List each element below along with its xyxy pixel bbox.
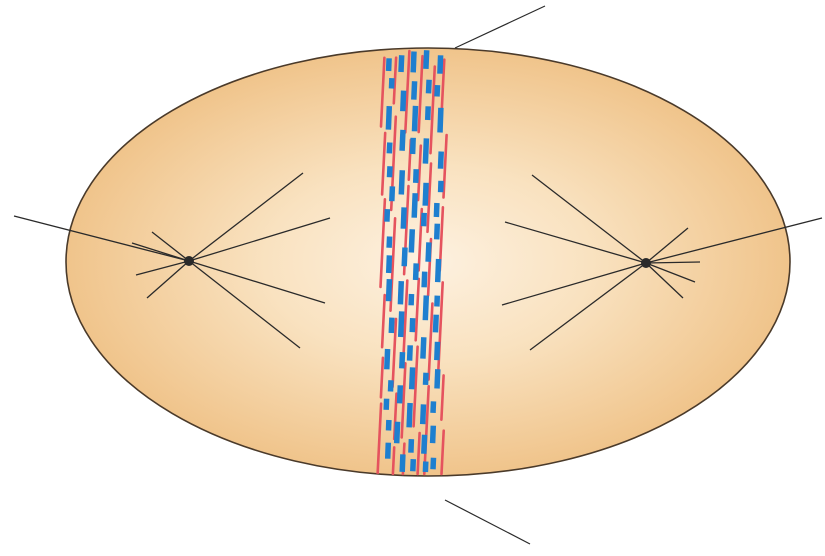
chromatid: [441, 152, 442, 169]
chromatid: [392, 186, 393, 201]
chromatid: [402, 130, 403, 151]
chromatid: [391, 318, 392, 333]
chromatid: [425, 183, 426, 206]
chromatid: [424, 435, 425, 454]
centrosome-right: [641, 258, 651, 268]
chromatid: [388, 443, 389, 459]
chromatid: [433, 401, 434, 413]
chromatid: [389, 58, 390, 71]
chromatid: [403, 207, 404, 228]
chromatid: [425, 296, 426, 321]
chromatid: [423, 404, 424, 424]
chromatid: [400, 385, 401, 403]
leader-line: [445, 500, 530, 544]
chromatid: [414, 81, 415, 99]
chromatid: [401, 170, 402, 194]
chromatid: [401, 55, 402, 72]
chromatid: [437, 224, 438, 240]
chromatid: [411, 439, 412, 453]
chromatid: [389, 255, 390, 273]
chromatid: [424, 272, 425, 288]
chromatid: [428, 242, 429, 261]
chromatid: [389, 143, 390, 154]
chromatid: [426, 50, 427, 69]
chromatid: [409, 403, 410, 427]
chromatid: [438, 259, 439, 282]
leader-line: [455, 6, 545, 48]
chromatid: [433, 426, 434, 443]
chromatid: [403, 91, 404, 112]
chromatid: [413, 459, 414, 471]
chromatid: [440, 108, 441, 133]
chromatid: [436, 315, 437, 333]
chromatid: [414, 193, 415, 218]
chromatid: [391, 380, 392, 391]
chromatid: [424, 213, 425, 226]
chromatid: [413, 52, 414, 73]
chromatid: [387, 349, 388, 369]
chromatid: [400, 281, 401, 304]
chromatid: [426, 373, 427, 385]
chromatid: [390, 166, 391, 177]
chromatid: [437, 342, 438, 360]
chromatid: [437, 85, 438, 96]
chromatid: [404, 248, 405, 267]
chromatid: [402, 454, 403, 472]
chromatid: [429, 80, 430, 94]
chromatid: [411, 229, 412, 252]
chromatid: [410, 345, 411, 360]
chromatid: [423, 337, 424, 358]
chromatid: [436, 203, 437, 217]
chromatid: [425, 138, 426, 163]
chromatid: [389, 237, 390, 248]
chromatid: [416, 263, 417, 280]
chromatid: [402, 352, 403, 368]
chromatid: [387, 209, 388, 222]
chromatid: [413, 138, 414, 154]
chromatid: [401, 311, 402, 337]
chromatid: [389, 279, 390, 301]
centrosome-left: [184, 256, 194, 266]
chromatid: [428, 106, 429, 120]
chromatid: [397, 422, 398, 444]
chromatid: [388, 106, 389, 130]
microtubule-strand: [393, 447, 394, 474]
chromatid: [440, 55, 441, 73]
chromatid: [433, 458, 434, 470]
chromatid: [416, 169, 417, 183]
chromatid: [437, 369, 438, 388]
chromatid: [415, 106, 416, 131]
chromatid: [412, 367, 413, 389]
chromatid: [412, 318, 413, 332]
